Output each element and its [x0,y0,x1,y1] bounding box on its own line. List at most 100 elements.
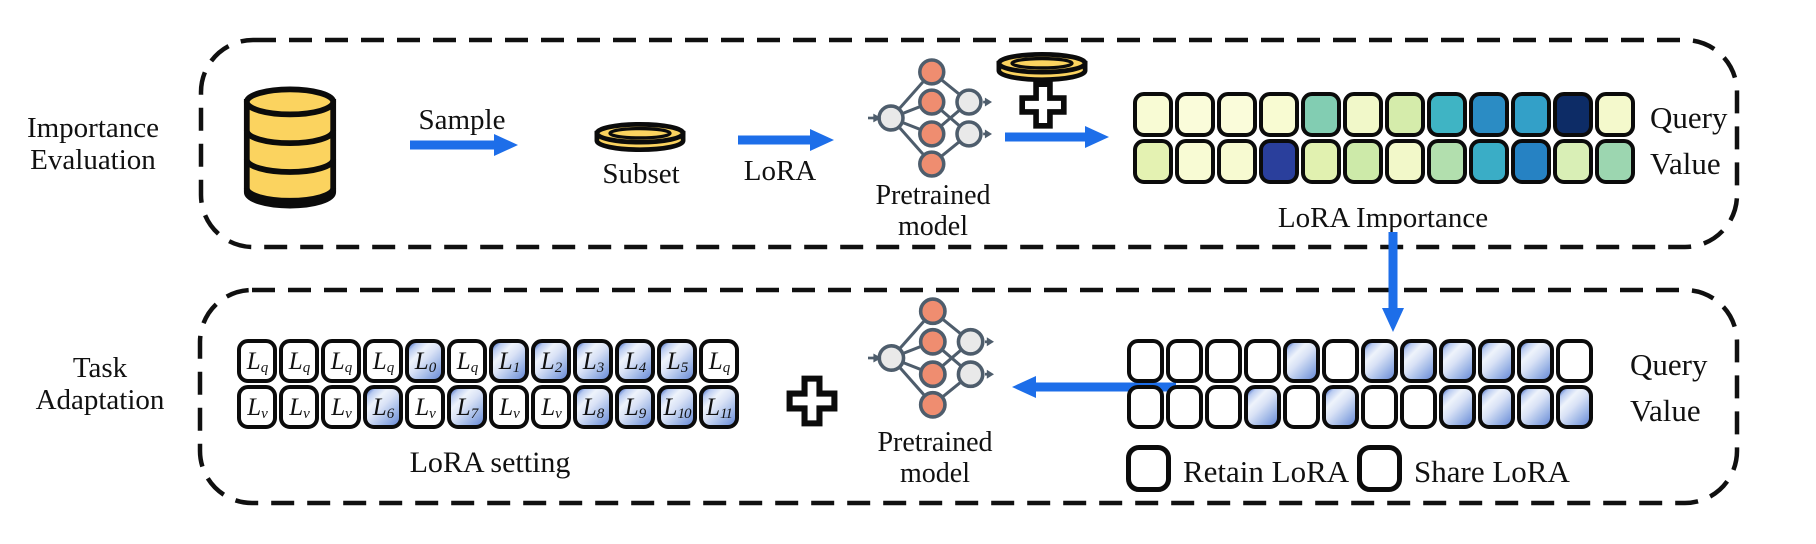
heatmap-cell [1217,139,1257,184]
heatmap-query-label: Query [1650,100,1728,135]
heatmap-cell [1175,92,1215,137]
plus-icon-bottom [786,375,838,427]
lora-cell-base: L [666,347,681,375]
heatmap-cell [1595,92,1635,137]
lora-cell-base: L [498,347,513,375]
heatmap-cell [1469,139,1509,184]
lora-cell-subscript: 3 [596,359,604,376]
retain-grid-cell [1439,385,1476,429]
retain-lora-swatch [1126,445,1171,492]
task-label-line2: Adaptation [35,384,165,417]
retain-grid-cell [1166,385,1203,429]
to-heatmap-arrow [1005,126,1109,148]
lora-cell-subscript: 1 [512,359,520,376]
heatmap-cell [1343,139,1383,184]
heatmap-cell [1259,92,1299,137]
lora-cell-base: L [246,347,261,375]
lora-cell-subscript: 4 [638,359,646,376]
retain-grid-cell [1517,385,1554,429]
lora-cell-subscript: v [429,405,436,422]
lora-cell-base: L [456,393,471,421]
heatmap-cell [1133,92,1173,137]
lora-cell-subscript: v [345,405,352,422]
heatmap-cell [1301,139,1341,184]
importance-evaluation-label: Importance Evaluation [0,112,186,177]
share-lora-swatch [1357,445,1402,492]
pretrained-label-line1: Pretrained [875,180,991,211]
lora-cell-base: L [706,393,720,421]
share-lora-label: Share LoRA [1414,454,1570,489]
retain-grid-cell [1361,339,1398,383]
retain-lora-label: Retain LoRA [1183,454,1350,489]
lora-cell-subscript: q [386,359,394,376]
lora-cell-subscript: v [513,405,520,422]
importance-label-line2: Evaluation [30,144,156,177]
heatmap-cell [1511,92,1551,137]
lora-arrow [738,129,834,151]
lora-cell-subscript: q [470,359,478,376]
retain-grid-cell [1361,385,1398,429]
lora-cell-subscript: q [722,359,730,376]
pretrained-model-label-bottom: Pretrained model [832,427,1038,490]
heatmap-value-label: Value [1650,146,1721,181]
lora-cell-subscript: q [260,359,268,376]
sample-arrow [410,134,518,156]
lora-cell-subscript: q [302,359,310,376]
heatmap-cell [1553,92,1593,137]
heatmap-cell [1259,139,1299,184]
lora-cell-subscript: v [555,405,562,422]
retain-grid-cell [1322,385,1359,429]
heatmap-cell [1133,139,1173,184]
lora-cell-base: L [372,393,387,421]
lora-cell-base: L [499,393,514,421]
lora-cell-subscript: 9 [638,405,646,422]
lora-cell-subscript: v [261,405,268,422]
pretrained-model-label-top: Pretrained model [830,180,1036,243]
retain-grid-cell [1127,385,1164,429]
lora-cell-base: L [624,347,639,375]
grid-row-query [1133,92,1635,137]
task-label-line1: Task [72,352,128,384]
retain-grid-cell [1283,385,1320,429]
heatmap-cell [1175,139,1215,184]
importance-evaluation-panel-border [198,37,1740,250]
heatmap-cell [1343,92,1383,137]
lora-arrow-label: LoRA [743,155,817,187]
retain-grid-value-label: Value [1630,393,1701,428]
heatmap-cell [1217,92,1257,137]
lora-cell-subscript: v [303,405,310,422]
lora-cell-subscript: 7 [470,405,478,422]
subset-label: Subset [602,158,680,190]
retain-grid-cell [1556,385,1593,429]
lora-cell-base: L [540,347,555,375]
grid-row-value [1127,385,1593,429]
task-adaptation-panel-border [197,287,1740,506]
lora-cell-subscript: 6 [386,405,394,422]
retain-grid-cell [1205,385,1242,429]
retain-grid-cell [1400,385,1437,429]
lora-cell-base: L [331,393,346,421]
lora-cell-base: L [247,393,262,421]
retain-grid-cell [1244,339,1281,383]
lora-cell-base: L [456,347,471,375]
lora-cell-base: L [372,347,387,375]
lora-cell-subscript: 8 [596,405,604,422]
database-icon [243,86,337,209]
lora-cell-subscript: 5 [680,359,688,376]
